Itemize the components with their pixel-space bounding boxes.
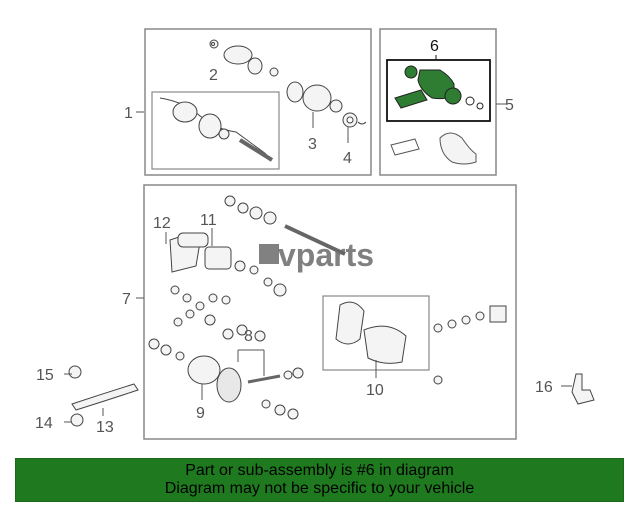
differential-drawing xyxy=(64,103,595,427)
callout-9: 9 xyxy=(196,405,205,422)
callout-10: 10 xyxy=(366,382,384,399)
callout-14: 14 xyxy=(35,415,53,432)
notice-banner: Part or sub-assembly is #6 in diagram Di… xyxy=(15,458,624,502)
callout-6: 6 xyxy=(430,38,439,55)
group-box-axle xyxy=(144,28,372,176)
callout-2: 2 xyxy=(209,67,218,84)
group-box-boot-kit xyxy=(379,28,497,176)
callout-5: 5 xyxy=(505,97,514,114)
axle-shaft-drawing xyxy=(159,39,367,162)
callout-3: 3 xyxy=(308,136,317,153)
banner-line-1: Part or sub-assembly is #6 in diagram xyxy=(185,462,454,479)
watermark-logo: vparts xyxy=(259,237,374,273)
callout-8: 8 xyxy=(244,328,253,345)
banner-line-2: Diagram may not be specific to your vehi… xyxy=(164,480,475,497)
callout-13: 13 xyxy=(96,419,114,436)
callout-16: 16 xyxy=(535,379,553,396)
watermark-text: vparts xyxy=(278,237,374,273)
group-box-differential xyxy=(143,184,517,440)
callout-15: 15 xyxy=(36,367,54,384)
sub-box-shaft-2 xyxy=(151,91,280,170)
callout-4: 4 xyxy=(343,150,352,167)
boot-kit-drawing xyxy=(390,55,484,165)
callout-7: 7 xyxy=(122,291,131,308)
callout-11: 11 xyxy=(200,212,217,229)
callout-12: 12 xyxy=(153,215,171,232)
highlight-box-6 xyxy=(386,59,491,122)
callout-1: 1 xyxy=(124,105,133,122)
